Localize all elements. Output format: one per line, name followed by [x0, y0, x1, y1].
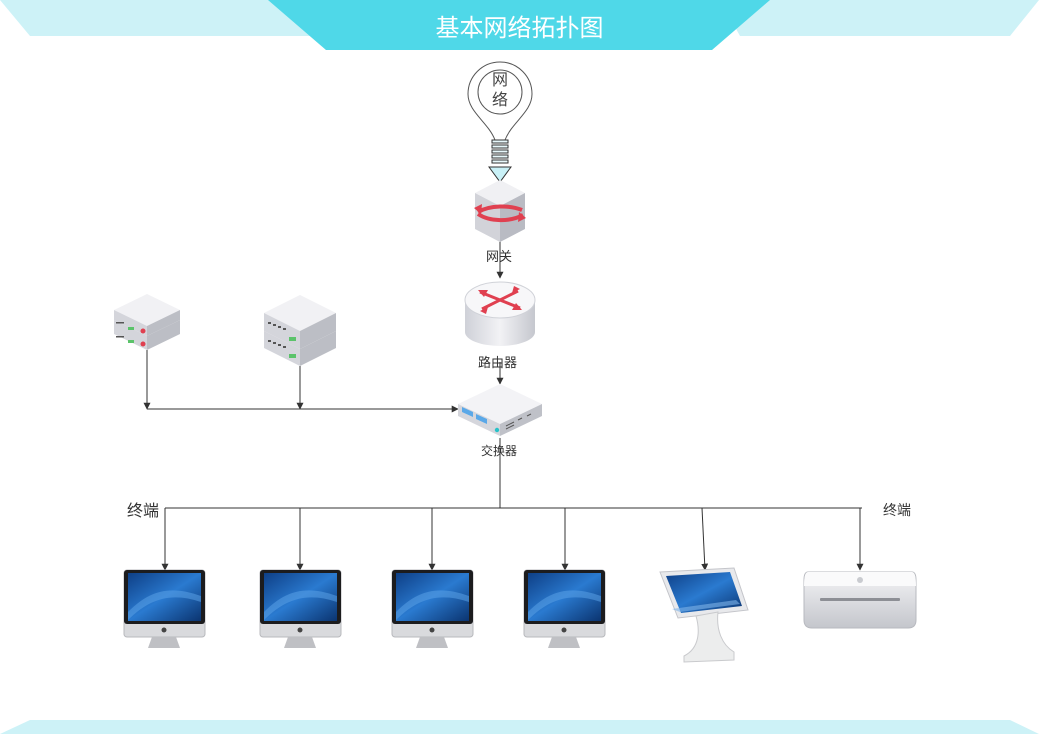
- imac-terminal-icon: [259, 569, 342, 648]
- gateway-label: 网关: [486, 250, 513, 265]
- bottom-banner: [0, 720, 1039, 734]
- arrow-down-icon: [488, 166, 512, 183]
- internet-cloud-label: 网络: [491, 70, 508, 109]
- switch-label: 交换器: [481, 444, 518, 458]
- gateway-icon: [474, 180, 526, 242]
- diagram-title: 基本网络拓扑图: [435, 14, 604, 42]
- imac-terminal-icon: [123, 569, 206, 648]
- kiosk-terminal-icon: [659, 567, 749, 663]
- imac-terminal-icon: [391, 569, 474, 648]
- drop-kiosk: [701, 507, 709, 571]
- internet-cloud-node: [467, 61, 533, 183]
- server-icon: [114, 294, 180, 350]
- router-icon: [464, 281, 536, 346]
- mac-mini-terminal-icon: [803, 571, 917, 629]
- top-banner: [0, 0, 1039, 50]
- router-label: 路由器: [478, 356, 518, 371]
- terminal-right-label: 终端: [883, 503, 911, 519]
- switch-icon: [458, 384, 542, 436]
- terminal-left-label: 终端: [127, 501, 160, 520]
- server-icon: [264, 295, 336, 366]
- imac-terminal-icon: [523, 569, 606, 648]
- coil-icon: [491, 139, 509, 164]
